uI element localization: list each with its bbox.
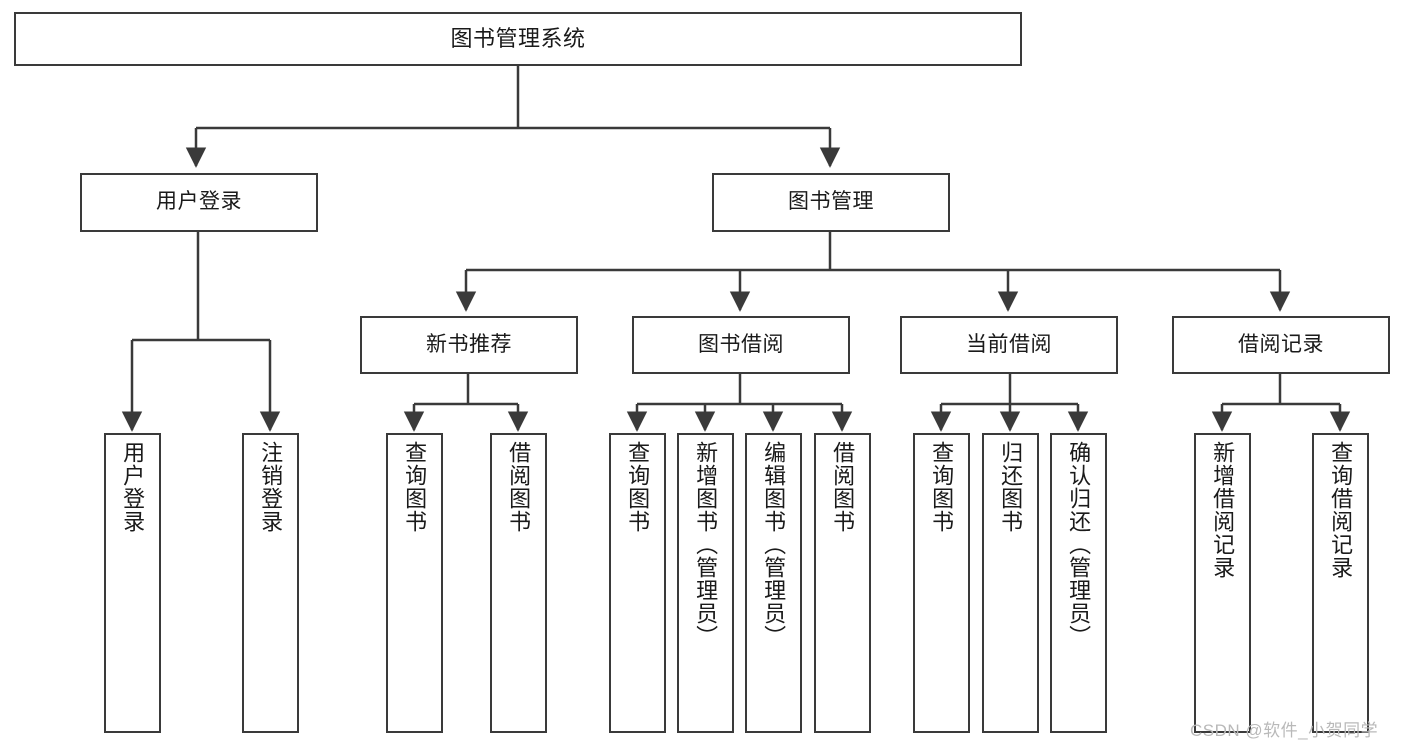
leaf-label: 确认归还（管理员） [1066,441,1092,648]
node-book-manage[interactable]: 图书管理 [712,173,950,232]
leaf-current-borrow-query[interactable]: 查询图书 [913,433,970,733]
leaf-label: 借阅图书 [830,441,856,533]
leaf-user-login-login[interactable]: 用户登录 [104,433,161,733]
leaf-borrow-record-query[interactable]: 查询借阅记录 [1312,433,1369,733]
node-book-borrow[interactable]: 图书借阅 [632,316,850,374]
leaf-label: 查询图书 [625,441,651,533]
leaf-label: 归还图书 [998,441,1024,533]
leaf-new-book-query[interactable]: 查询图书 [386,433,443,733]
node-new-book-recommend-label: 新书推荐 [426,332,512,356]
watermark: CSDN @软件_小贺同学 [1190,721,1379,740]
leaf-label: 查询借阅记录 [1328,441,1354,579]
node-current-borrow[interactable]: 当前借阅 [900,316,1118,374]
leaf-book-borrow-query[interactable]: 查询图书 [609,433,666,733]
node-borrow-record[interactable]: 借阅记录 [1172,316,1390,374]
leaf-book-borrow-edit[interactable]: 编辑图书（管理员） [745,433,802,733]
leaf-current-borrow-confirm[interactable]: 确认归还（管理员） [1050,433,1107,733]
leaf-book-borrow-borrow[interactable]: 借阅图书 [814,433,871,733]
node-user-login-label: 用户登录 [156,190,242,214]
leaf-label: 借阅图书 [506,441,532,533]
leaf-label: 新增借阅记录 [1210,441,1236,579]
node-borrow-record-label: 借阅记录 [1238,332,1324,356]
leaf-label: 注销登录 [258,441,284,533]
node-user-login[interactable]: 用户登录 [80,173,318,232]
leaf-label: 查询图书 [402,441,428,533]
leaf-label: 查询图书 [929,441,955,533]
leaf-label: 新增图书（管理员） [693,441,719,648]
node-book-borrow-label: 图书借阅 [698,332,784,356]
leaf-borrow-record-add[interactable]: 新增借阅记录 [1194,433,1251,733]
leaf-current-borrow-return[interactable]: 归还图书 [982,433,1039,733]
leaf-new-book-borrow[interactable]: 借阅图书 [490,433,547,733]
node-root[interactable]: 图书管理系统 [14,12,1022,66]
node-book-manage-label: 图书管理 [788,190,874,214]
leaf-user-login-logout[interactable]: 注销登录 [242,433,299,733]
node-current-borrow-label: 当前借阅 [966,332,1052,356]
leaf-book-borrow-add[interactable]: 新增图书（管理员） [677,433,734,733]
leaf-label: 编辑图书（管理员） [761,441,787,648]
node-root-label: 图书管理系统 [450,26,586,52]
node-new-book-recommend[interactable]: 新书推荐 [360,316,578,374]
leaf-label: 用户登录 [120,441,146,533]
